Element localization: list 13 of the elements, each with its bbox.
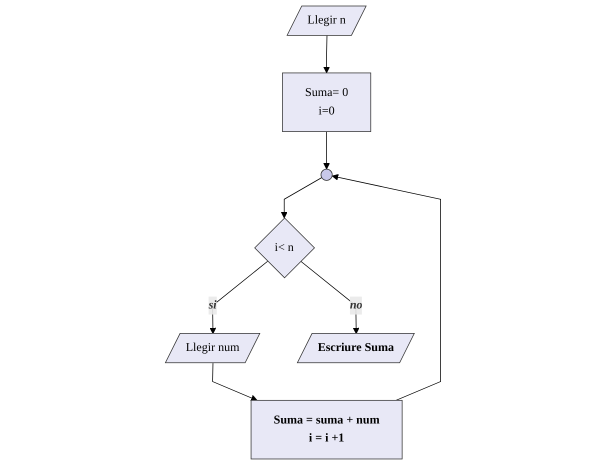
arrow [323,35,330,74]
edge-label: si [208,298,217,312]
arrow [323,131,330,170]
node-circle [320,168,333,181]
arrow [332,174,441,401]
arrow [210,260,268,334]
edge-label: no [350,298,363,312]
node-box: Suma = suma + num i = i +1 [250,400,402,460]
node-box: Suma= 0 i=0 [282,72,372,132]
node-diamond: i< n [254,218,315,278]
arrow [280,177,322,218]
arrow [300,260,360,334]
arrow [212,362,258,402]
